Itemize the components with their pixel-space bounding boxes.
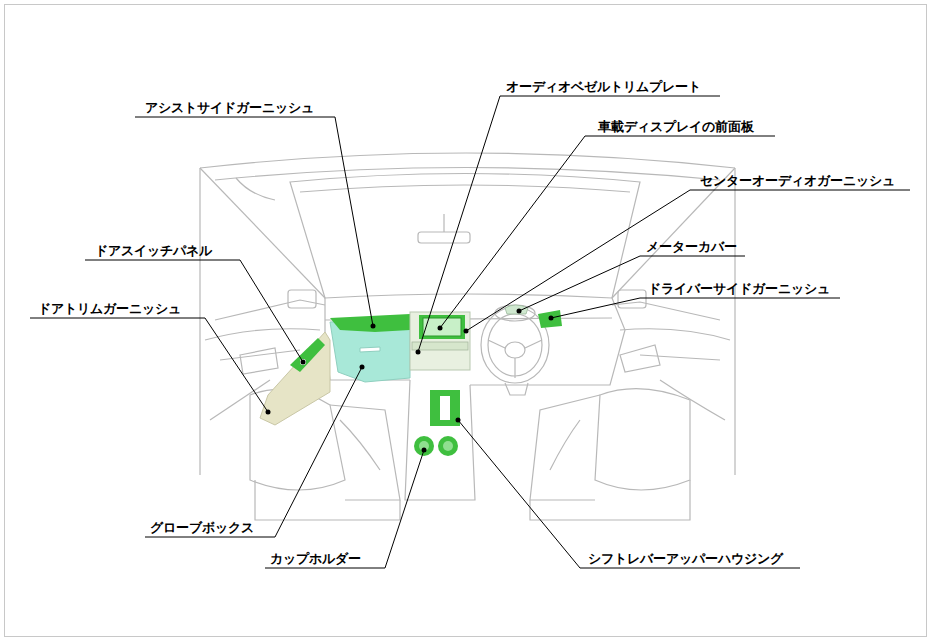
part-label: センターオーディオガーニッシュ xyxy=(700,173,895,189)
glove-box-handle xyxy=(360,347,380,352)
leader-dot xyxy=(360,365,365,370)
door-switch xyxy=(300,359,306,365)
leader-dots xyxy=(266,309,554,453)
leader-dot xyxy=(517,309,522,314)
leader-line xyxy=(265,450,424,568)
leader-dot xyxy=(438,326,443,331)
shift-lever-upper-housing xyxy=(430,390,460,426)
leader-dot xyxy=(371,324,376,329)
leader-dot xyxy=(266,410,271,415)
leader-line xyxy=(551,298,840,318)
part-label: オーディオベゼルトリムプレート xyxy=(506,79,701,95)
part-label: アシストサイドガーニッシュ xyxy=(145,100,314,116)
leader-line xyxy=(135,117,373,326)
shift-gate xyxy=(440,396,450,420)
meter-cover xyxy=(505,305,528,314)
leader-dot xyxy=(422,448,427,453)
leader-dot xyxy=(464,329,469,334)
leader-line xyxy=(466,190,910,331)
assist-side-garnish xyxy=(330,314,410,332)
driver-side-garnish xyxy=(538,310,562,328)
cup-holder xyxy=(438,436,458,456)
display-front-panel xyxy=(423,318,461,336)
part-label: ドアトリムガーニッシュ xyxy=(38,301,181,317)
door-switch-panel xyxy=(290,338,325,372)
leader-lines xyxy=(30,96,910,568)
frame xyxy=(5,5,927,637)
cup-holder xyxy=(414,436,434,456)
leader-dot xyxy=(456,418,461,423)
part-label: メーターカバー xyxy=(646,239,737,255)
leader-line xyxy=(440,136,775,328)
center-audio-panel xyxy=(410,312,470,370)
leader-dot xyxy=(416,350,421,355)
part-label: シフトレバーアッパーハウジング xyxy=(588,551,783,567)
part-label: ドアスイッチパネル xyxy=(95,243,212,259)
part-label: カップホルダー xyxy=(270,551,361,567)
highlighted-parts xyxy=(260,305,562,456)
part-label: ドライバーサイドガーニッシュ xyxy=(648,281,830,297)
leader-line xyxy=(145,367,362,537)
part-label: グローブボックス xyxy=(150,520,254,536)
car-outline xyxy=(200,153,735,520)
leader-line xyxy=(30,318,268,412)
leader-dot xyxy=(549,316,554,321)
part-label: 車載ディスプレイの前面板 xyxy=(598,119,754,135)
door-trim-garnish xyxy=(260,332,330,425)
leader-line xyxy=(458,420,800,568)
leader-dot xyxy=(301,360,306,365)
cup-holder-inner xyxy=(443,441,453,451)
